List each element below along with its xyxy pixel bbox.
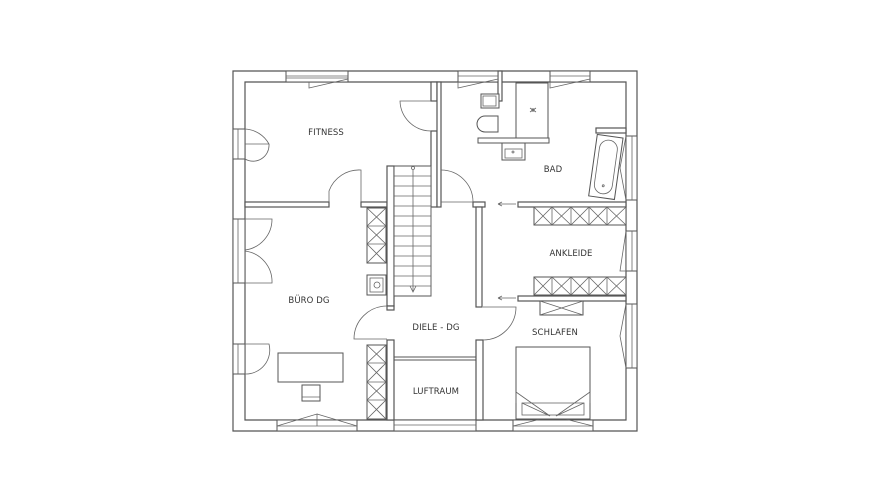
room-label-bad: BAD xyxy=(544,165,563,175)
room-labels: FITNESS BAD ANKLEIDE BÜRO DG DIELE - DG … xyxy=(288,128,592,397)
room-label-fitness: FITNESS xyxy=(308,128,344,138)
staircase xyxy=(393,165,432,297)
bathroom-fixtures xyxy=(476,82,624,201)
furniture xyxy=(277,274,591,420)
room-label-buero: BÜRO DG xyxy=(288,295,329,306)
room-label-diele: DIELE - DG xyxy=(412,323,459,333)
room-label-luftraum: LUFTRAUM xyxy=(413,387,459,397)
room-label-ankleide: ANKLEIDE xyxy=(549,249,592,259)
room-label-schlafen: SCHLAFEN xyxy=(532,328,578,338)
windows xyxy=(232,70,638,432)
interior-walls xyxy=(244,70,627,421)
wardrobes xyxy=(366,206,627,420)
doors xyxy=(328,100,517,341)
